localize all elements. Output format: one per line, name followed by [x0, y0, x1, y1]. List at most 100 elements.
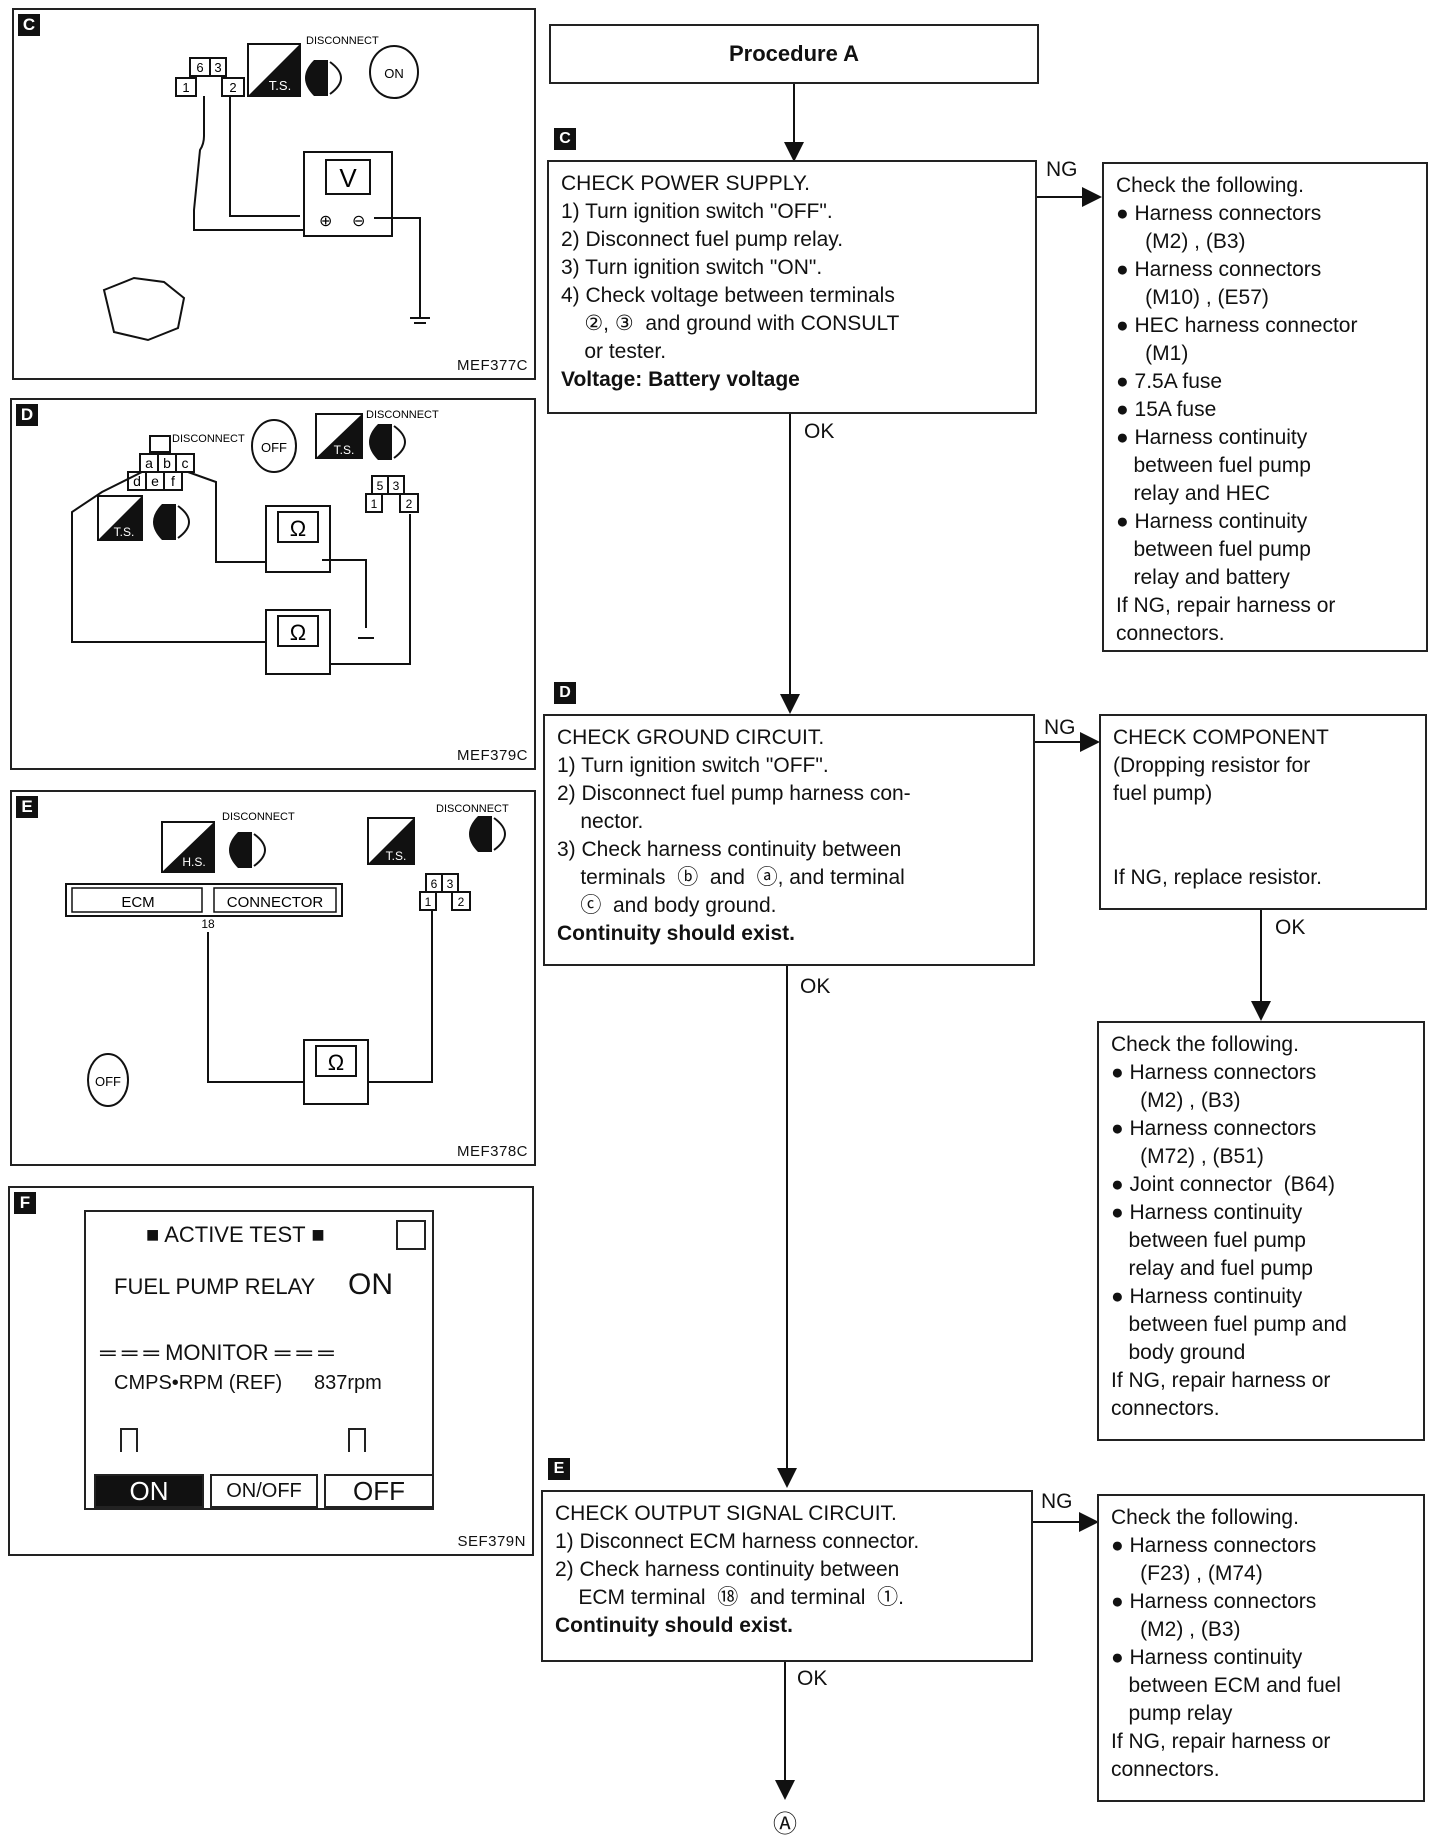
consult-screen: ■ ACTIVE TEST ■ FUEL PUMP RELAY ON ═ ═ ═…	[84, 1210, 434, 1510]
active-test-header: ■ ACTIVE TEST ■	[146, 1222, 325, 1247]
step-d-marker: D	[554, 682, 576, 704]
step-c-line: 3) Turn ignition switch "ON".	[561, 256, 823, 279]
panel-c-meter-plus: ⊕	[319, 213, 332, 230]
step-d-check-line: body ground	[1111, 1341, 1246, 1364]
panel-d-pin-f: f	[171, 473, 175, 489]
panel-c-letter: C	[18, 14, 40, 36]
step-e-criteria: Continuity should exist.	[555, 1614, 794, 1637]
panel-e-relay-pin-1: 1	[425, 895, 432, 909]
step-d-check-line: between fuel pump and	[1111, 1313, 1347, 1336]
step-c-ng-line: (M2) , (B3)	[1116, 230, 1246, 253]
panel-d-ignition-off: OFF	[261, 440, 287, 455]
step-d-line: 2) Disconnect fuel pump harness con-	[557, 782, 911, 805]
step-d-line: CHECK GROUND CIRCUIT.	[557, 726, 825, 749]
panel-d-relay-pin-2: 2	[406, 497, 413, 511]
step-e-ok-label: OK	[797, 1667, 828, 1690]
step-d-line: terminals ⓑ and ⓐ, and terminal	[557, 866, 905, 889]
on-button[interactable]: ON	[94, 1474, 204, 1508]
off-button[interactable]: OFF	[324, 1474, 434, 1508]
panel-c-pin-2: 2	[229, 80, 236, 95]
on-off-button[interactable]: ON/OFF	[210, 1474, 318, 1508]
panel-d-pin-c: c	[182, 455, 189, 471]
step-c-ng-line: (M1)	[1116, 342, 1189, 365]
step-e-line: 1) Disconnect ECM harness connector.	[555, 1530, 920, 1553]
step-e-ng-label: NG	[1041, 1490, 1073, 1513]
panel-d-pin-a: a	[145, 455, 153, 471]
fuel-pump-relay-label: FUEL PUMP RELAY	[114, 1274, 316, 1299]
step-d-check-line: (M72) , (B51)	[1111, 1145, 1264, 1168]
panel-d-relay-pin-3: 3	[393, 479, 400, 493]
panel-d-relay-pin-5: 5	[377, 479, 384, 493]
panel-d-disconnect-label-1: DISCONNECT	[172, 433, 245, 445]
step-d-check-line: ● Harness continuity	[1111, 1285, 1303, 1308]
step-e-ng-line: connectors.	[1111, 1758, 1220, 1781]
panel-e-hs-label: H.S.	[182, 855, 205, 869]
step-e-ng-line: pump relay	[1111, 1702, 1233, 1725]
step-d-component-line: (Dropping resistor for	[1113, 754, 1311, 777]
panel-d-ts-label-2: T.S.	[334, 443, 355, 457]
panel-d-meter-ohm-1: Ω	[290, 516, 306, 541]
step-e-box: CHECK OUTPUT SIGNAL CIRCUIT.1) Disconnec…	[541, 1490, 1033, 1662]
step-d-line: 1) Turn ignition switch "OFF".	[557, 754, 829, 777]
procedure-title: Procedure A	[549, 24, 1039, 84]
step-c-line: 2) Disconnect fuel pump relay.	[561, 228, 844, 251]
panel-d-figure-code: MEF379C	[456, 747, 528, 764]
step-e-ng-box: Check the following.● Harness connectors…	[1097, 1494, 1425, 1802]
panel-f-figure-code: SEF379N	[457, 1533, 526, 1550]
step-c-ng-line: ● 15A fuse	[1116, 398, 1217, 421]
step-d-line: 3) Check harness continuity between	[557, 838, 902, 861]
panel-e-disconnect-label-1: DISCONNECT	[222, 811, 295, 823]
step-d-check-line: relay and fuel pump	[1111, 1257, 1313, 1280]
step-c-line: or tester.	[561, 340, 667, 363]
step-d-check-line: ● Joint connector (B64)	[1111, 1173, 1335, 1196]
step-c-ng-box: Check the following.● Harness connectors…	[1102, 162, 1428, 652]
step-c-ng-line: relay and battery	[1116, 566, 1290, 589]
step-c-ok-label: OK	[804, 420, 835, 443]
step-c-ng-line: ● 7.5A fuse	[1116, 370, 1223, 393]
panel-e-disconnect-label-2: DISCONNECT	[436, 803, 509, 815]
step-c-ng-line: between fuel pump	[1116, 454, 1311, 477]
panel-c-illustration: 6 3 1 2 T.S. DISCONNECT ON V ⊕ ⊖	[102, 35, 430, 342]
step-d-ok-label: OK	[800, 975, 831, 998]
step-d-check-line: ● Harness connectors	[1111, 1117, 1317, 1140]
step-d-check-line: If NG, repair harness or	[1111, 1369, 1331, 1392]
panel-f-letter: F	[14, 1192, 36, 1214]
touch-hand-left-icon	[120, 1428, 138, 1452]
panel-d-disconnect-label-2: DISCONNECT	[366, 409, 439, 421]
monitor-item-label: CMPS•RPM (REF)	[114, 1372, 283, 1394]
panel-d-pin-e: e	[151, 473, 159, 489]
screen-corner-box	[396, 1220, 426, 1250]
panel-c-voltage-check: C 6 3 1 2 T.S. DISCONNECT ON V ⊕ ⊖ MEF37…	[12, 8, 536, 380]
step-d-check-line: ● Harness connectors	[1111, 1061, 1317, 1084]
step-d-component-line	[1113, 836, 1413, 864]
step-c-ng-line: ● Harness connectors	[1116, 202, 1322, 225]
panel-e-output-check: E H.S. DISCONNECT T.S. DISCONNECT ECM CO…	[10, 790, 536, 1166]
step-c-ng-line: (M10) , (E57)	[1116, 286, 1269, 309]
panel-d-letter: D	[16, 404, 38, 426]
panel-c-pin-3: 3	[214, 60, 221, 75]
panel-c-ignition-on: ON	[384, 66, 404, 81]
active-test-header-text: ACTIVE TEST	[164, 1222, 306, 1247]
step-d-component-line: CHECK COMPONENT	[1113, 726, 1329, 749]
step-e-marker: E	[548, 1458, 570, 1480]
step-d-check-line: connectors.	[1111, 1397, 1220, 1420]
panel-e-illustration: H.S. DISCONNECT T.S. DISCONNECT ECM CONN…	[65, 803, 509, 1107]
monitor-heading: MONITOR	[165, 1340, 269, 1365]
step-c-ng-line: If NG, repair harness or	[1116, 594, 1336, 617]
panel-e-letter: E	[16, 796, 38, 818]
step-d-check-line: ● Harness continuity	[1111, 1201, 1303, 1224]
step-e-line: ECM terminal ⑱ and terminal ①.	[555, 1586, 904, 1609]
panel-e-relay-pin-2: 2	[458, 895, 465, 909]
step-c-ng-line: ● HEC harness connector	[1116, 314, 1358, 337]
panel-e-ecm-label: ECM	[121, 894, 154, 911]
panel-c-pin-1: 1	[182, 80, 189, 95]
step-d-line: nector.	[557, 810, 644, 833]
step-e-ng-line: ● Harness connectors	[1111, 1534, 1317, 1557]
monitor-divider: ═ ═ ═ MONITOR ═ ═ ═	[100, 1340, 334, 1365]
step-d-check-line: between fuel pump	[1111, 1229, 1306, 1252]
panel-d-relay-pin-1: 1	[371, 497, 378, 511]
step-c-ng-line: relay and HEC	[1116, 482, 1271, 505]
panel-e-relay-pin-6: 6	[431, 877, 438, 891]
step-c-line: 1) Turn ignition switch "OFF".	[561, 200, 833, 223]
